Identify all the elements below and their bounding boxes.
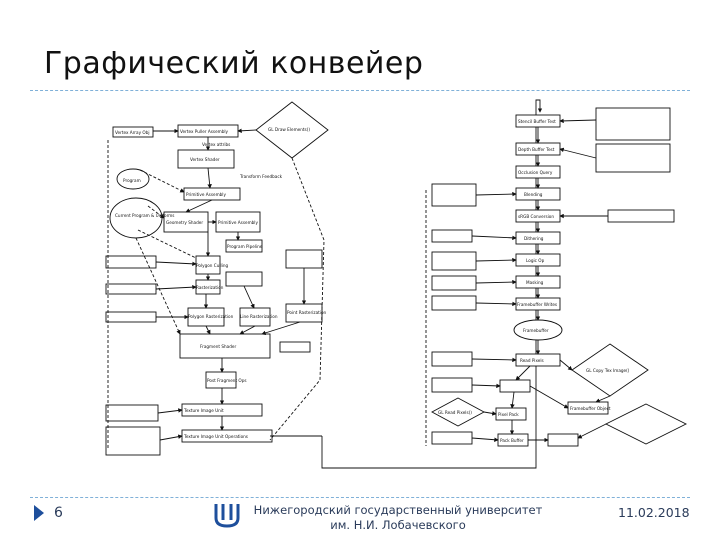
label-current-program: Current Program & Uniforms [115,213,174,218]
left-pipeline [105,99,543,469]
label-primitive-assembly-2: Primitive Assembly [218,220,258,225]
page-number: 6 [54,505,63,521]
label-read-pixels-diamond: GL Read Pixels() [438,410,472,415]
label-raster: Rasterization [196,285,224,290]
label-srgb: sRGB Conversion [518,214,554,219]
label-vertex-attr: Vertex attribs [202,142,230,147]
label-pixel-pack: Pixel Pack [498,412,519,417]
label-stencil: Stencil Buffer Test [518,119,556,124]
fragment-shader-box [179,333,271,359]
left-labels: Vertex Array Obj Vertex Puller Assembly … [115,127,327,439]
label-logic-op: Logic Op [526,258,545,263]
label-copy-teximage: GL Copy Tex Image() [586,368,630,373]
label-vertex-array: Vertex Array Obj [115,130,150,135]
university-name: Нижегородский государственный университе… [253,503,543,532]
current-program-ellipse [109,197,163,239]
right-pipeline [425,107,688,447]
label-program: Program [123,178,141,183]
university-logo-icon [214,504,240,528]
label-primitive-assembly: Primitive Assembly [186,192,226,197]
label-framebuffer-obj: Framebuffer Object [570,406,611,411]
label-texture-unit: Texture Image Unit Operations [183,434,248,439]
program-ellipse [116,168,150,190]
label-post-fs: Post Fragment Ops [207,378,247,383]
label-occlusion: Occlusion Query [518,170,553,175]
label-dithering: Dithering [524,236,544,241]
vertex-array-box [112,126,154,138]
top-divider [30,90,690,91]
slide-date: 11.02.2018 [618,505,690,520]
label-point-culling: Polygon Culling [196,263,229,268]
label-draw-elements: GL Draw Elements() [268,127,310,132]
label-framebuffer: Framebuffer [523,328,549,333]
right-labels: Stencil Buffer Test Depth Buffer Test Oc… [438,119,630,443]
label-fragment-shader: Fragment Shader [200,344,236,349]
label-depth: Depth Buffer Test [518,147,555,152]
label-vertex-shader: Vertex Shader [190,157,220,162]
label-polygon-rast: Polygon Rasterization [188,314,234,319]
label-line-rast: Line Rasterization [240,314,278,319]
label-framebuffer-writes: Framebuffer Writes [517,302,557,307]
bottom-divider [30,497,690,498]
label-read-pixels: Read Pixels [520,358,544,363]
label-blending: Blending [524,192,543,197]
label-pack-buffer: Pack Buffer [500,438,524,443]
label-point-rast: Point Rasterization [287,310,327,315]
bullet-arrow-icon [34,505,44,521]
read-pixels-diamond [431,397,485,427]
label-masking: Masking [526,280,544,285]
label-vertex-puller: Vertex Puller Assembly [180,129,229,134]
label-texture-image: Texture Image Unit [183,408,224,413]
slide-title: Графический конвейер [44,46,424,81]
label-program-pipeline: Program Pipeline [227,244,263,249]
label-geometry-shader: Geometry Shader [166,220,203,225]
label-transform-feedback: Transform Feedback [239,174,283,179]
